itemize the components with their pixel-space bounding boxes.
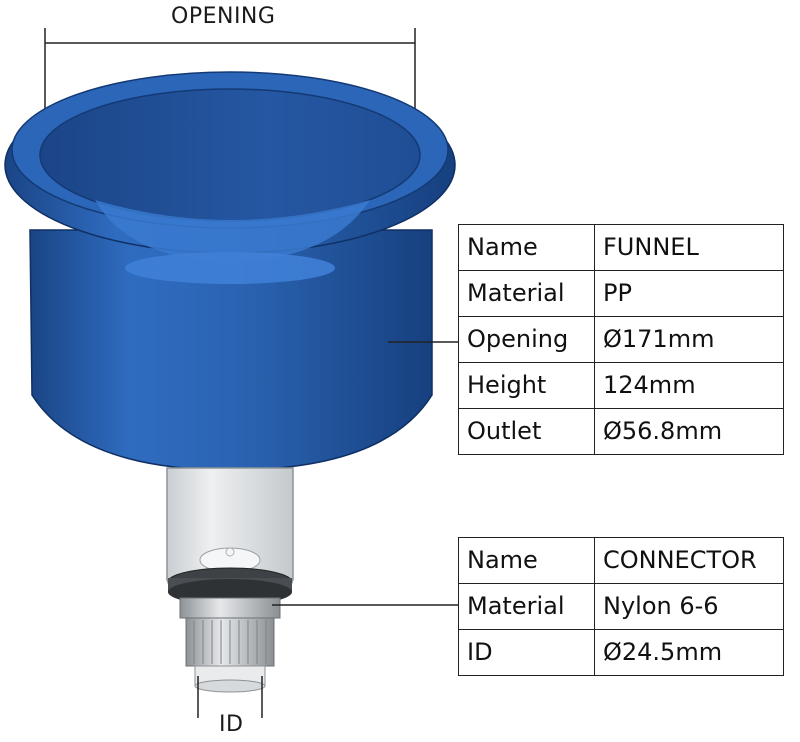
connector — [167, 567, 293, 693]
id-label: ID — [219, 712, 244, 737]
spec-key: ID — [458, 629, 595, 676]
spec-value: PP — [594, 270, 784, 317]
spec-value: Ø171mm — [594, 316, 784, 363]
spec-key: Opening — [458, 316, 595, 363]
spec-value: Nylon 6-6 — [594, 583, 784, 630]
spec-value: FUNNEL — [594, 224, 784, 271]
spec-value: Ø56.8mm — [594, 408, 784, 455]
spec-key: Material — [458, 270, 595, 317]
funnel-body — [4, 71, 456, 471]
outlet-tube — [166, 467, 294, 581]
spec-key: Height — [458, 362, 595, 409]
spec-key: Material — [458, 583, 595, 630]
opening-label: OPENING — [171, 4, 276, 29]
spec-key: Name — [458, 224, 595, 271]
spec-value: Ø24.5mm — [594, 629, 784, 676]
spec-value: 124mm — [594, 362, 784, 409]
spec-value: CONNECTOR — [594, 537, 784, 584]
id-dimension — [197, 676, 263, 718]
spec-key: Name — [458, 537, 595, 584]
spec-key: Outlet — [458, 408, 595, 455]
